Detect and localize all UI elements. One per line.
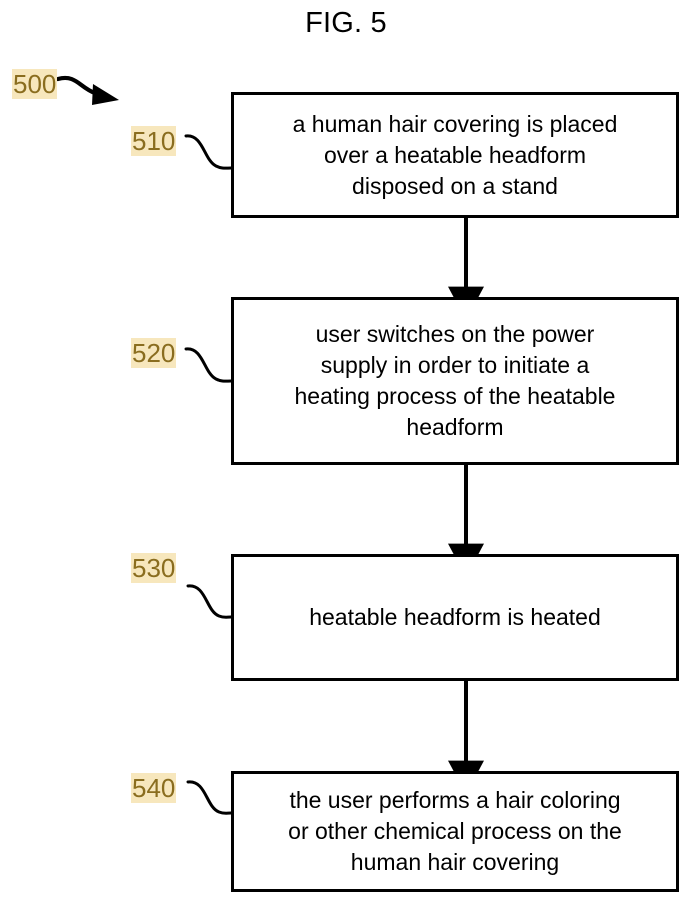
- process-box-510-text: a human hair covering is placed over a h…: [292, 110, 618, 199]
- reference-numeral-530: 530: [131, 553, 177, 583]
- reference-numeral-540: 540: [131, 773, 177, 803]
- process-box-530: heatable headform is heated: [231, 554, 679, 681]
- reference-numeral-500: 500: [12, 69, 58, 99]
- reference-leader-520: [184, 347, 233, 383]
- figure-title: FIG. 5: [305, 7, 387, 39]
- process-box-510: a human hair covering is placed over a h…: [231, 92, 679, 218]
- reference-leader-530: [186, 584, 233, 619]
- reference-numeral-510: 510: [131, 126, 177, 156]
- reference-leader-510: [184, 134, 233, 170]
- process-box-520-text: user switches on the power supply in ord…: [294, 321, 616, 440]
- reference-leader-540: [186, 780, 233, 815]
- reference-leader-500: [55, 75, 119, 105]
- process-box-520: user switches on the power supply in ord…: [231, 297, 679, 465]
- process-box-530-text: heatable headform is heated: [309, 604, 601, 630]
- reference-numeral-520: 520: [131, 338, 177, 368]
- process-box-540-text: the user performs a hair coloring or oth…: [288, 787, 622, 875]
- process-box-540: the user performs a hair coloring or oth…: [231, 771, 679, 892]
